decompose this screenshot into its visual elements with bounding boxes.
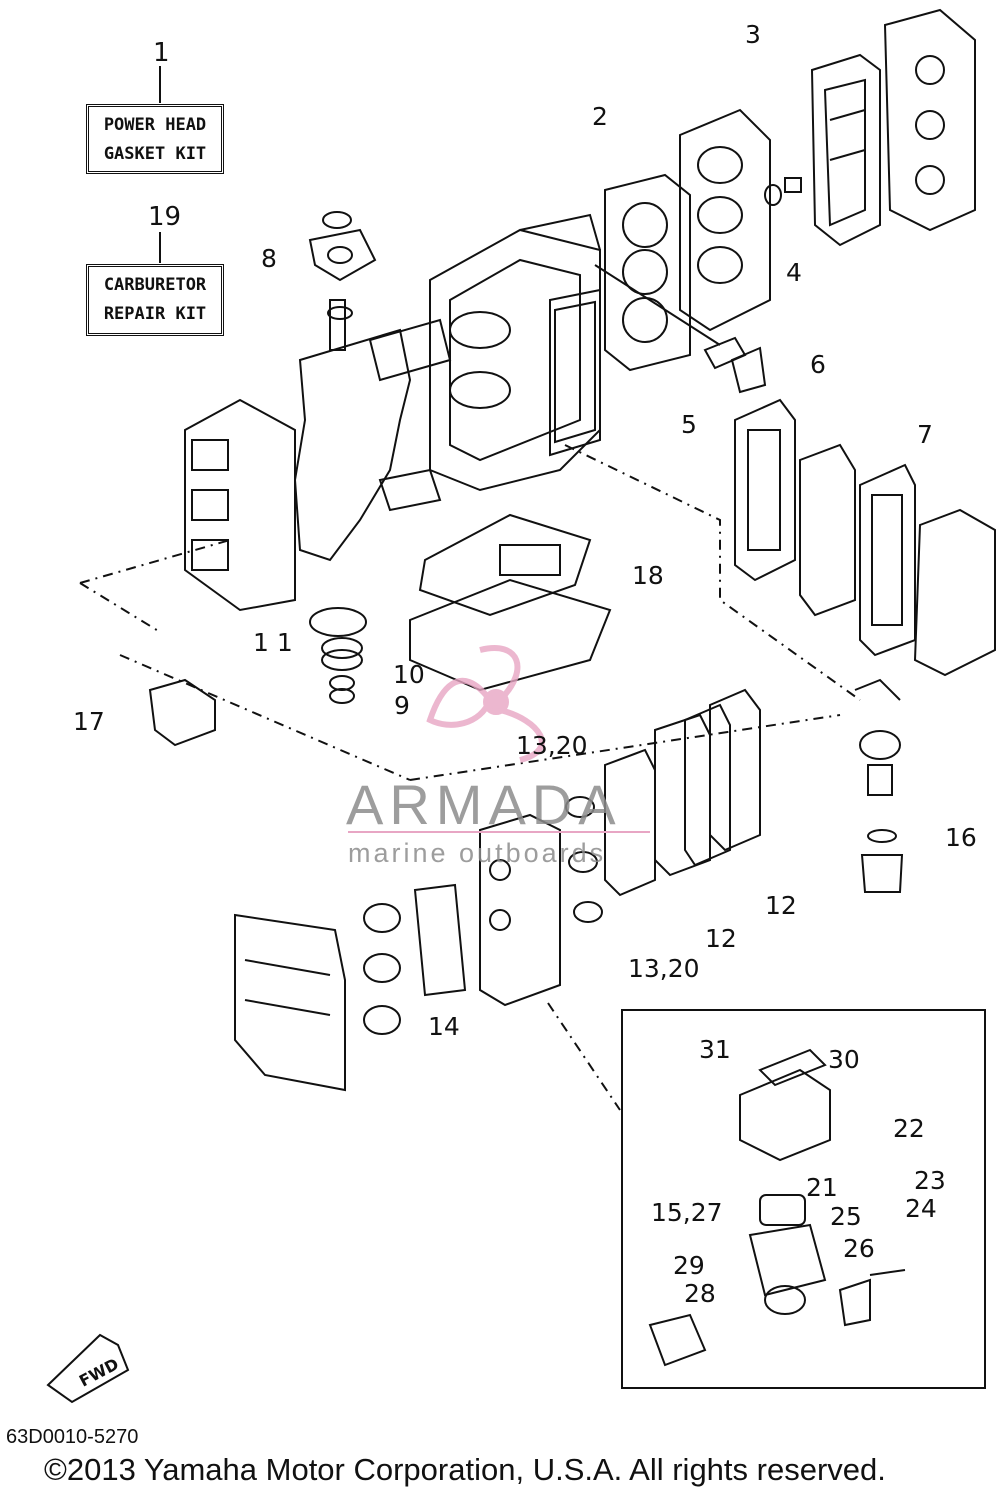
carburetor-detail-frame [621,1009,986,1389]
carburetor-repair-kit-label: CARBURETOR REPAIR KIT [86,264,224,336]
callout-23: 23 [914,1166,946,1195]
callout-29: 29 [673,1251,705,1280]
joint-gasket [594,264,767,394]
intake-silencer [234,913,346,1092]
fwd-arrow-icon [46,1333,130,1404]
callout-28: 28 [684,1279,716,1308]
crankshaft [293,299,452,562]
bearing [321,637,363,671]
o-ring [309,607,367,637]
callout-6: 6 [810,350,826,379]
watermark-subtitle: marine outboards [348,838,607,868]
callout-11: 1 1 [253,628,293,657]
head-cover-gasket [810,53,881,247]
kit-1-number: 1 [153,38,170,68]
callout-2: 2 [592,102,608,131]
exhaust-gasket-7 [859,463,916,657]
callout-12b: 12 [705,924,737,953]
silencer-gaskets [363,883,467,1035]
exhaust-inner-cover [799,443,856,617]
watermark-title: ARMADA [346,773,622,836]
assembly-lines [79,444,861,1111]
callout-3: 3 [745,20,761,49]
oil-seal-cover [308,211,377,282]
exhaust-cover-left [184,398,296,612]
callout-21: 21 [806,1173,838,1202]
kit-1-line2: GASKET KIT [103,144,207,164]
callout-14: 14 [428,1012,460,1041]
fuel-filter [854,678,904,893]
intake-manifold [479,813,561,1007]
callout-16: 16 [945,823,977,852]
cylinder-head [679,108,771,332]
callout-25: 25 [830,1202,862,1231]
callout-8: 8 [261,244,277,273]
callout-18: 18 [632,561,664,590]
head-gasket [604,173,691,372]
base-gasket [409,513,612,692]
callout-7: 7 [917,420,933,449]
exhaust-outer-cover [913,508,996,677]
callout-10: 10 [393,660,425,689]
armada-logo-icon [426,645,545,763]
thermostat-cover [148,678,216,747]
callout-12a: 12 [765,891,797,920]
callout-13-20b: 13,20 [628,954,700,983]
head-cover [883,8,976,232]
exhaust-gasket-6 [734,398,796,582]
callout-13-20a: 13,20 [516,731,588,760]
callout-31: 31 [699,1035,731,1064]
diagram-code: 63D0010-5270 [6,1426,139,1448]
reed-valve-gaskets [604,688,761,897]
callout-26: 26 [843,1234,875,1263]
copyright-notice: ©2013 Yamaha Motor Corporation, U.S.A. A… [44,1452,886,1487]
callout-15-27: 15,27 [651,1198,723,1227]
oil-seals [329,675,355,704]
callout-22: 22 [893,1114,925,1143]
callout-9: 9 [394,691,410,720]
callout-24: 24 [905,1194,937,1223]
carburetor-assembly [648,1048,906,1367]
thermostat-plug [764,177,802,206]
kit-19-line2: REPAIR KIT [103,304,207,324]
callout-17: 17 [73,707,105,736]
callout-4: 4 [786,258,802,287]
reed-o-rings [565,796,603,923]
power-head-gasket-kit-label: POWER HEAD GASKET KIT [86,104,224,174]
kit-19-line1: CARBURETOR [103,275,207,295]
callout-30: 30 [828,1045,860,1074]
kit-1-line1: POWER HEAD [103,115,207,135]
callout-5: 5 [681,410,697,439]
crankcase-block [429,213,601,492]
kit-19-number: 19 [148,202,182,232]
